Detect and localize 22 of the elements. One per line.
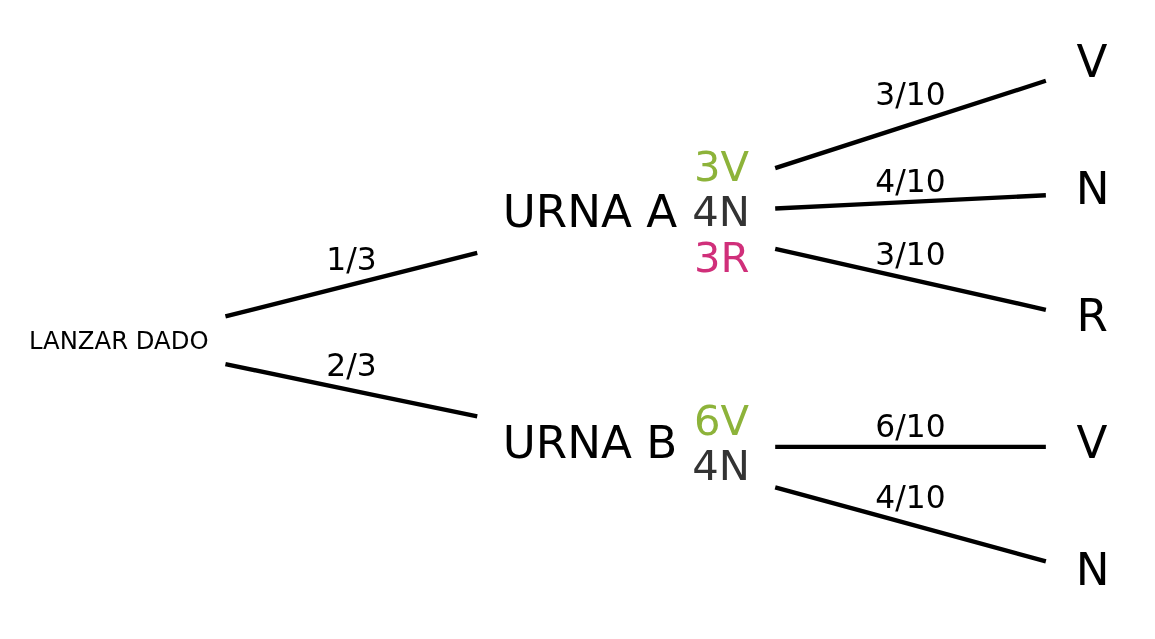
- edge-label: 4/10: [875, 162, 946, 199]
- connector: [774, 78, 1047, 170]
- connector: [774, 484, 1047, 564]
- connector: [775, 192, 1046, 211]
- node-text: V: [1076, 34, 1108, 88]
- connector: [775, 444, 1046, 449]
- node-text: N: [1075, 161, 1110, 215]
- node-text: R: [1076, 288, 1108, 342]
- edge-label: 6/10: [875, 407, 946, 444]
- connector: [224, 250, 478, 319]
- node-text: URNA A: [502, 184, 678, 238]
- edge-label: 1/3: [326, 240, 377, 277]
- edge-label: 4/10: [875, 478, 946, 515]
- edge-label: 2/3: [326, 346, 377, 383]
- node-text: V: [1076, 415, 1108, 469]
- node-text: URNA B: [502, 415, 678, 469]
- node-text: LANZAR DADO: [28, 325, 209, 355]
- node-text: N: [1075, 542, 1110, 596]
- edge-label: 3/10: [875, 235, 946, 272]
- edge-label: 3/10: [875, 75, 946, 112]
- connector: [774, 246, 1047, 312]
- connector: [225, 361, 478, 418]
